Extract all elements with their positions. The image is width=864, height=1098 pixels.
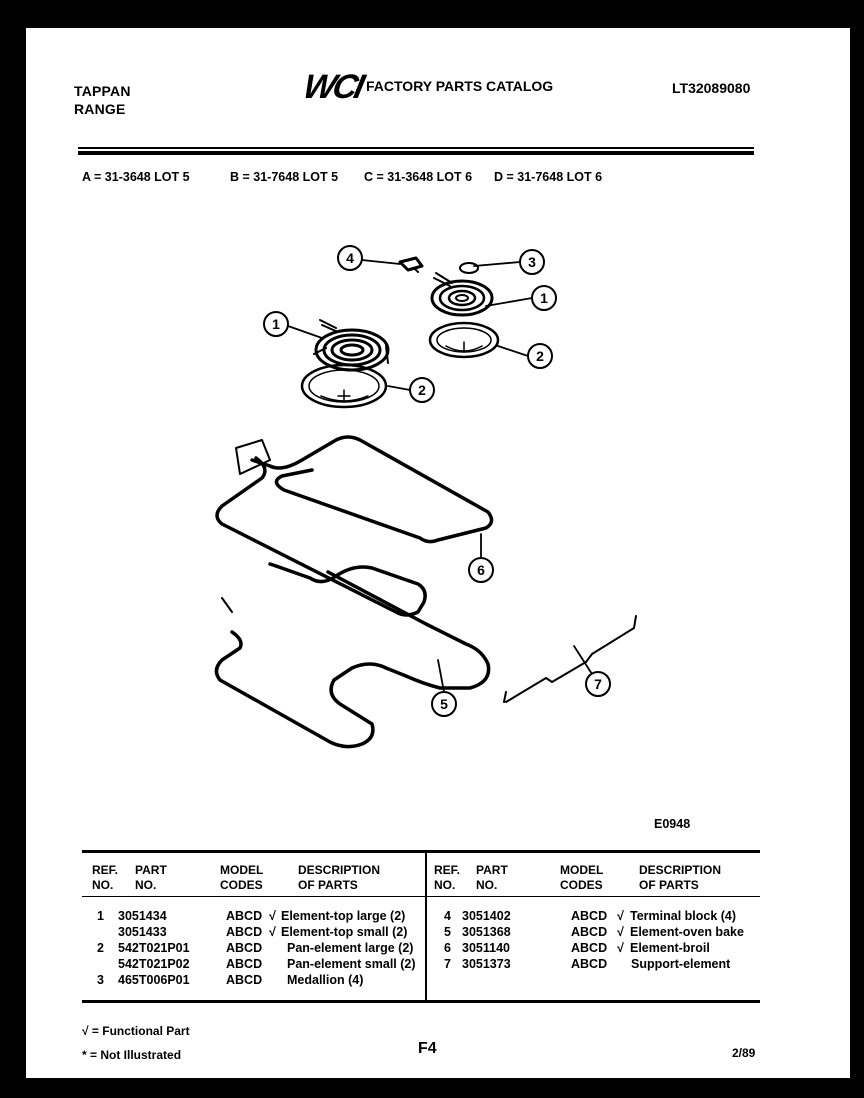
svg-text:1: 1 — [272, 316, 280, 332]
brand-name: TAPPAN — [74, 83, 131, 99]
model-lot-a: A = 31-3648 LOT 5 — [82, 170, 190, 184]
header-rule-thin — [78, 147, 754, 149]
callout-6: 6 — [468, 557, 494, 583]
svg-text:4: 4 — [346, 250, 354, 266]
svg-text:2: 2 — [536, 348, 544, 364]
catalog-page: TAPPAN RANGE WCI FACTORY PARTS CATALOG L… — [26, 28, 850, 1078]
table-bottom-rule — [82, 1000, 760, 1003]
callout-5: 5 — [431, 691, 457, 717]
callout-7: 7 — [585, 671, 611, 697]
svg-text:3: 3 — [528, 254, 536, 270]
product-type: RANGE — [74, 101, 126, 117]
callout-markers: 1 2 1 2 3 4 5 6 7 — [263, 245, 611, 717]
table-top-rule — [82, 850, 760, 853]
callout-3: 3 — [519, 249, 545, 275]
svg-text:7: 7 — [594, 676, 602, 692]
legend-functional-part: √ = Functional Part — [82, 1024, 190, 1038]
bake-element-icon — [214, 570, 491, 749]
support-element-icon — [503, 615, 637, 703]
callout-2-small: 2 — [527, 343, 553, 369]
header-ref-no: REF.NO. — [92, 863, 119, 892]
model-lot-b: B = 31-7648 LOT 5 — [230, 170, 339, 184]
callout-1-small: 1 — [531, 285, 557, 311]
table-column-divider — [425, 850, 427, 1002]
surface-element-large-icon — [313, 319, 390, 372]
callout-4: 4 — [337, 245, 363, 271]
header-rule-thick — [78, 151, 754, 155]
catalog-number: LT32089080 — [672, 80, 751, 96]
drip-pan-small-icon — [428, 321, 500, 359]
model-lot-d: D = 31-7648 LOT 6 — [494, 170, 603, 184]
drip-pan-large-icon — [300, 363, 388, 409]
catalog-title: FACTORY PARTS CATALOG — [366, 78, 554, 94]
svg-text:5: 5 — [440, 696, 448, 712]
table-header-rule — [82, 896, 760, 897]
page-number: F4 — [418, 1040, 437, 1057]
figure-id: E0948 — [654, 817, 691, 831]
leader-lines — [287, 259, 593, 693]
brand-block: TAPPAN RANGE — [74, 82, 131, 118]
callout-2-large: 2 — [409, 377, 435, 403]
svg-text:6: 6 — [477, 562, 485, 578]
terminal-block-icon — [398, 256, 424, 273]
svg-text:1: 1 — [540, 290, 548, 306]
callout-1-large: 1 — [263, 311, 289, 337]
svg-text:2: 2 — [418, 382, 426, 398]
broil-element-icon — [215, 435, 494, 617]
medallion-icon — [459, 262, 479, 274]
surface-element-small-icon — [430, 272, 494, 317]
legend-not-illustrated: * = Not Illustrated — [82, 1048, 182, 1062]
model-lot-c: C = 31-3648 LOT 6 — [364, 170, 473, 184]
header-ref-no-right: REF.NO. — [434, 863, 461, 892]
exploded-parts-diagram: 1 2 1 2 3 4 5 6 7 — [214, 245, 637, 749]
catalog-date: 2/89 — [732, 1046, 756, 1060]
